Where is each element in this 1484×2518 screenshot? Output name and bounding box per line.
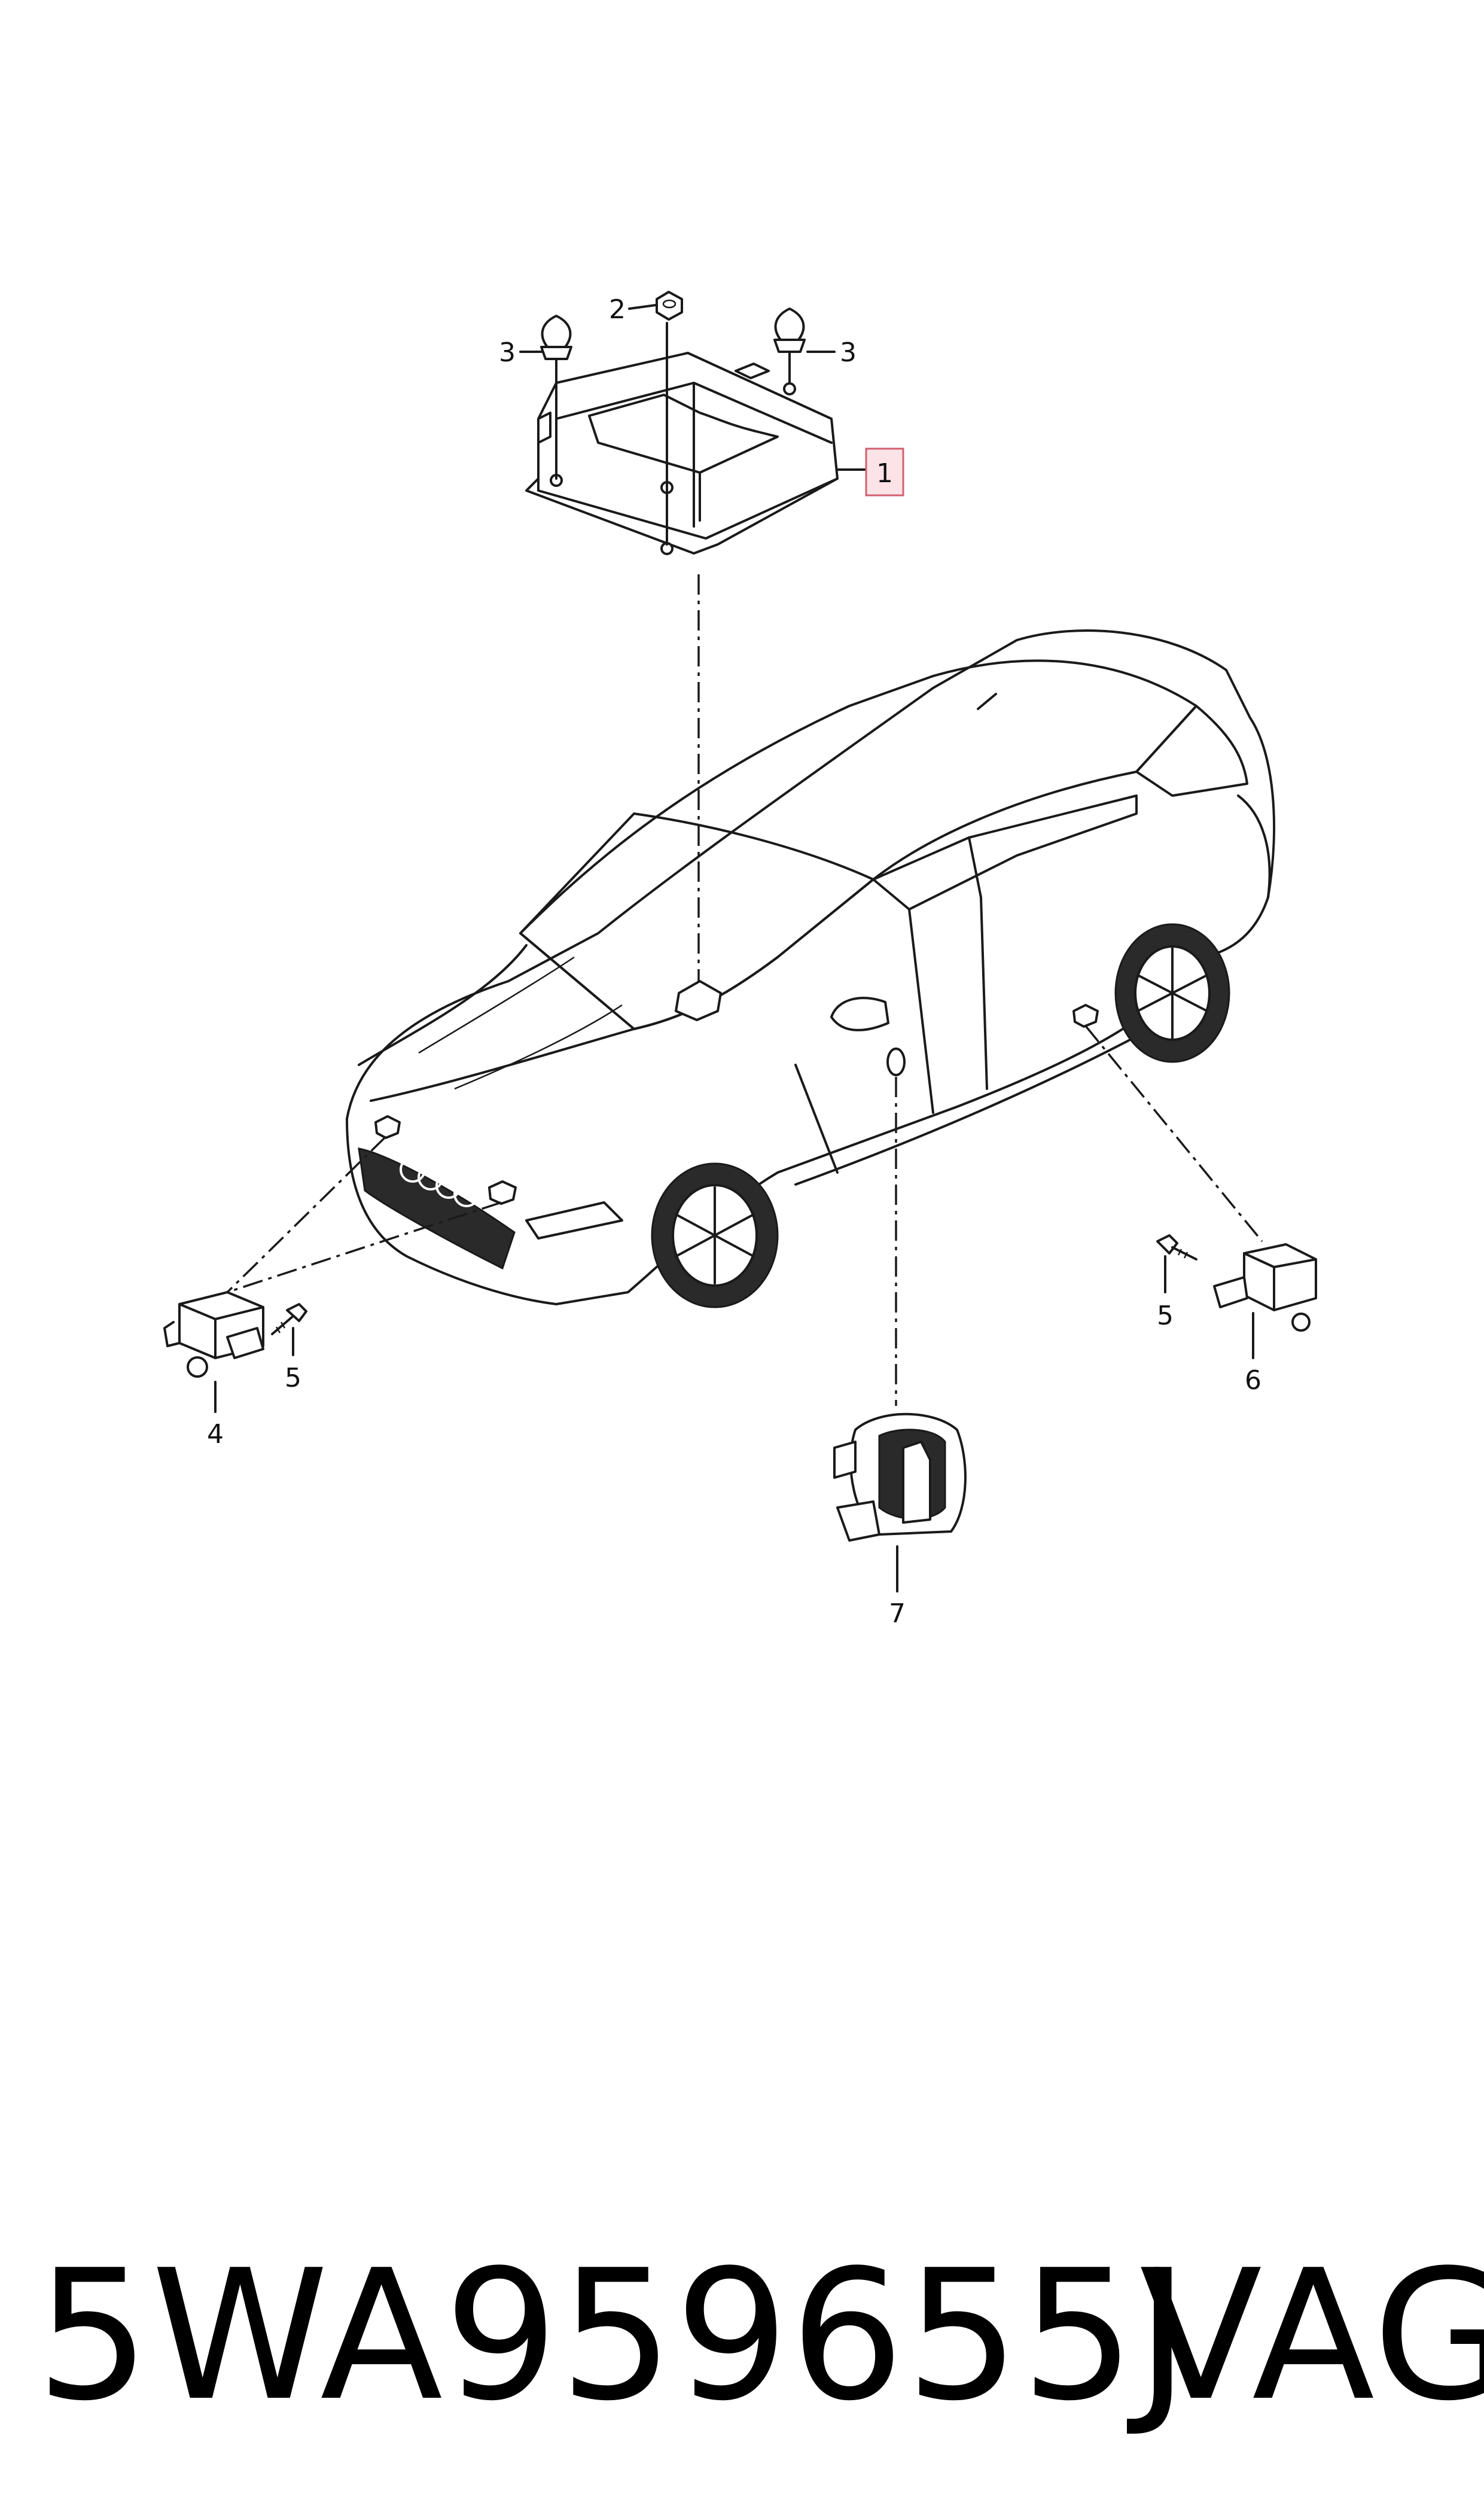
brand-caption: VAG xyxy=(1139,2231,1484,2440)
callout-1-box xyxy=(865,447,904,497)
car-rear-wheel xyxy=(1114,923,1230,1063)
callout-3-left: 3 xyxy=(499,337,516,368)
installation-guide-lines xyxy=(226,574,1263,1406)
car-hood xyxy=(358,944,635,1102)
part-number-caption: 5WA959655J xyxy=(36,2231,1191,2440)
front-right-sensor-location-marker xyxy=(488,1180,517,1205)
callout-3-right: 3 xyxy=(840,337,857,368)
crash-sensor-part-6[interactable] xyxy=(1213,1243,1317,1332)
airbag-control-unit[interactable] xyxy=(525,352,839,555)
car-illustration xyxy=(346,629,1275,1308)
control-unit-location-marker xyxy=(675,980,722,1021)
callout-5-left: 5 xyxy=(285,1363,301,1393)
car-doors xyxy=(794,896,988,1174)
car-sill xyxy=(794,1016,1174,1186)
callout-4: 4 xyxy=(207,1419,224,1450)
car-b-pillar xyxy=(968,836,982,899)
front-left-sensor-location-marker xyxy=(374,1115,401,1139)
car-grille-rings xyxy=(400,1156,480,1207)
car-headlight xyxy=(525,1201,623,1240)
pressure-sensor-part-7[interactable] xyxy=(833,1412,967,1542)
crash-sensor-part-4[interactable] xyxy=(163,1291,264,1378)
callout-leader-lines xyxy=(214,304,1254,1593)
car-body-outline xyxy=(346,629,1275,1305)
car-hood-crease xyxy=(418,956,623,1090)
clip-nut-part-3-right[interactable] xyxy=(773,307,806,353)
callout-1: 1 xyxy=(876,458,893,489)
bolt-part-5-right[interactable] xyxy=(1156,1234,1197,1260)
callout-5-right: 5 xyxy=(1157,1301,1174,1331)
car-front-wheel xyxy=(651,1162,779,1308)
car-side-mirror xyxy=(830,997,889,1031)
rear-sensor-location-marker xyxy=(1072,1004,1099,1028)
callout-7: 7 xyxy=(889,1599,906,1629)
car-rear-bumper xyxy=(1237,794,1271,899)
clip-nut-part-3-left[interactable] xyxy=(540,315,572,360)
callout-2: 2 xyxy=(609,294,626,325)
car-antenna xyxy=(977,693,997,710)
car-grille xyxy=(358,1147,516,1270)
nut-part-2[interactable] xyxy=(656,291,683,321)
callout-6: 6 xyxy=(1245,1365,1261,1396)
car-rear-window xyxy=(1135,705,1248,797)
bolt-part-5-left[interactable] xyxy=(271,1303,307,1335)
side-sensor-location-marker xyxy=(886,1048,906,1076)
